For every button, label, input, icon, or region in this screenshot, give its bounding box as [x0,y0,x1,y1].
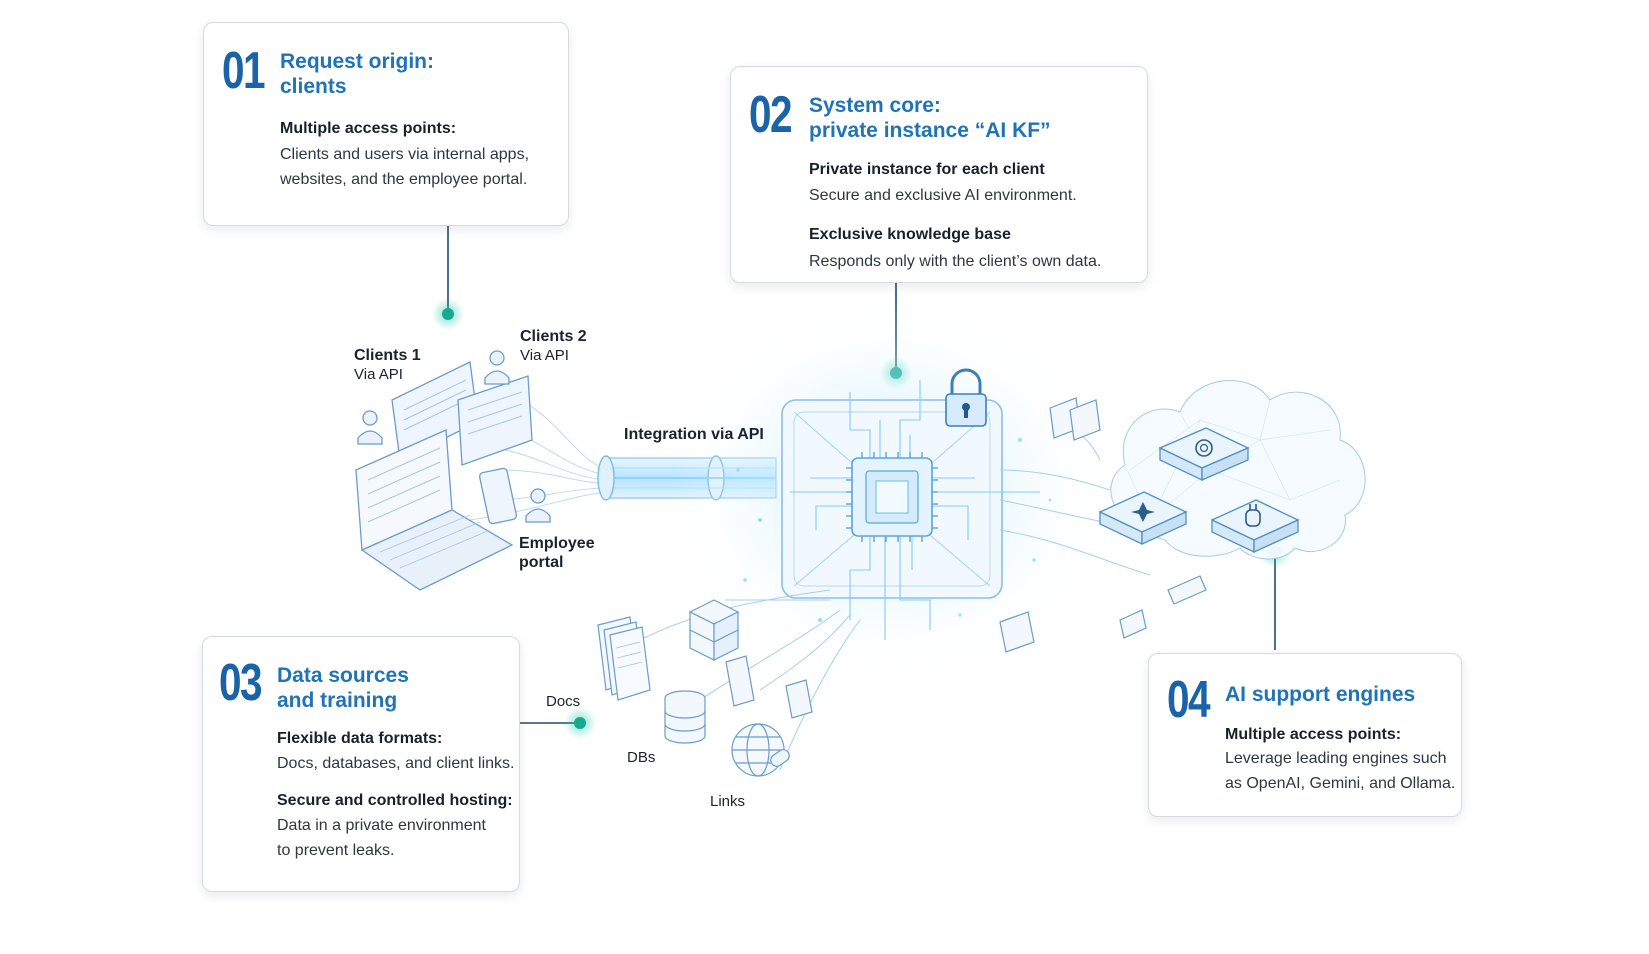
card-text: Docs, databases, and client links. [277,755,515,772]
chip-icon [846,452,938,542]
card-title: Request origin:clients [280,50,435,98]
card-text: Responds only with the client’s own data… [809,253,1102,270]
card-title: System core:private instance “AI KF” [809,94,1051,142]
card-request-origin: 01 Request origin:clients Multiple acces… [203,22,569,226]
lock-icon [945,368,987,427]
step-number: 01 [222,42,266,100]
card-text: Secure and exclusive AI environment. [809,187,1077,204]
label-docs: Docs [546,693,581,710]
card-subheading: Private instance for each client [809,161,1045,178]
database-icon [688,599,740,661]
step-number: 03 [219,654,263,712]
card-subheading: Multiple access points: [1225,726,1402,743]
card-text: Clients and users via internal apps,webs… [280,146,530,188]
document-icon [785,679,813,719]
label-dbs: DBs [627,749,656,766]
card-subheading: Flexible data formats: [277,730,443,747]
user-icon [484,350,510,385]
user-icon [525,488,551,523]
gemini-icon [1098,491,1188,546]
openai-icon [1158,427,1250,482]
card-system-core: 02 System core:private instance “AI KF” … [730,66,1148,283]
card-subheading: Exclusive knowledge base [809,226,1011,243]
ai-engines [1098,427,1300,554]
label-links: Links [710,793,746,810]
database-icon [664,690,706,744]
label-integration-api: Integration via API [624,426,764,443]
user-icon [357,410,383,445]
core-board [736,368,1052,640]
step-number: 04 [1167,671,1211,729]
globe-icon [731,723,790,777]
card-subheading: Secure and controlled hosting: [277,792,513,809]
document-icon [597,616,651,701]
step-number: 02 [749,86,793,144]
ollama-icon [1210,499,1300,554]
client-devices [355,350,551,591]
data-sources [597,397,1207,777]
card-title: AI support engines [1225,683,1416,706]
card-subheading: Multiple access points: [280,120,457,137]
card-ai-engines: 04 AI support engines Multiple access po… [1148,653,1462,817]
document-icon [725,655,755,707]
